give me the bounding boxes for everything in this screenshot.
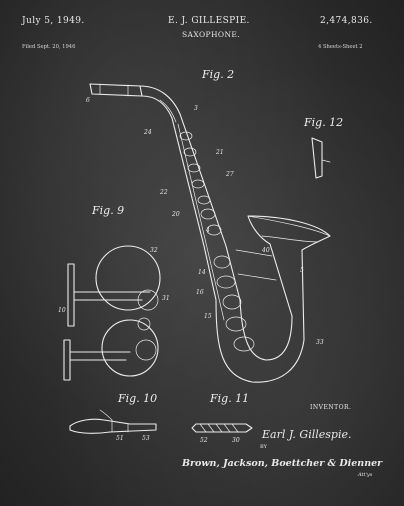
fig10-label: Fig. 10 [117, 392, 157, 405]
numeral: 5 [300, 267, 304, 274]
numeral: 10 [58, 307, 66, 314]
fig10-detail [69, 409, 157, 434]
inventor-name-header: E. J. GILLESPIE. [168, 16, 250, 26]
fig9-detail [63, 245, 161, 381]
sheet-count: 4 Sheets-Sheet 2 [318, 44, 363, 50]
fig11-label: Fig. 11 [209, 392, 249, 405]
numeral: 53 [142, 435, 150, 442]
saxophone-drawing [89, 83, 331, 383]
numeral: 32 [150, 247, 158, 254]
numeral: 27 [225, 171, 234, 178]
numeral: 6 [86, 97, 90, 104]
numeral: 51 [116, 435, 124, 442]
numeral: 16 [196, 289, 204, 296]
attorneys-abbreviation: Att'ys [358, 472, 373, 478]
numeral: 30 [232, 437, 240, 444]
inventor-signature: Earl J. Gillespie. [262, 428, 352, 441]
fig12-label: Fig. 12 [303, 116, 343, 129]
reference-numerals: 6 3 24 21 27 22 20 4 5 40 14 16 15 33 32… [58, 97, 324, 444]
numeral: 52 [200, 437, 208, 444]
numeral: 31 [162, 295, 170, 302]
inventor-label: INVENTOR. [310, 404, 352, 411]
numeral: 15 [204, 313, 212, 320]
by-label: BY [260, 444, 267, 450]
patent-number: 2,474,836. [320, 16, 373, 26]
numeral: 3 [194, 105, 198, 112]
numeral: 33 [316, 339, 324, 346]
patent-date: July 5, 1949. [22, 16, 85, 26]
numeral: 20 [171, 211, 180, 218]
filed-date: Filed Sept. 20, 1946 [22, 44, 76, 50]
fig2-label: Fig. 2 [201, 68, 234, 81]
fig9-label: Fig. 9 [91, 204, 124, 217]
fig12-detail [311, 137, 331, 179]
numeral: 4 [205, 227, 210, 234]
fig11-detail [191, 423, 253, 433]
numeral: 22 [159, 189, 168, 196]
numeral: 24 [143, 129, 152, 136]
numeral: 21 [215, 149, 224, 156]
numeral: 40 [261, 247, 270, 254]
attorneys-signature: Brown, Jackson, Boettcher & Dienner [182, 458, 383, 469]
patent-title: SAXOPHONE. [182, 30, 241, 39]
numeral: 14 [198, 269, 206, 276]
